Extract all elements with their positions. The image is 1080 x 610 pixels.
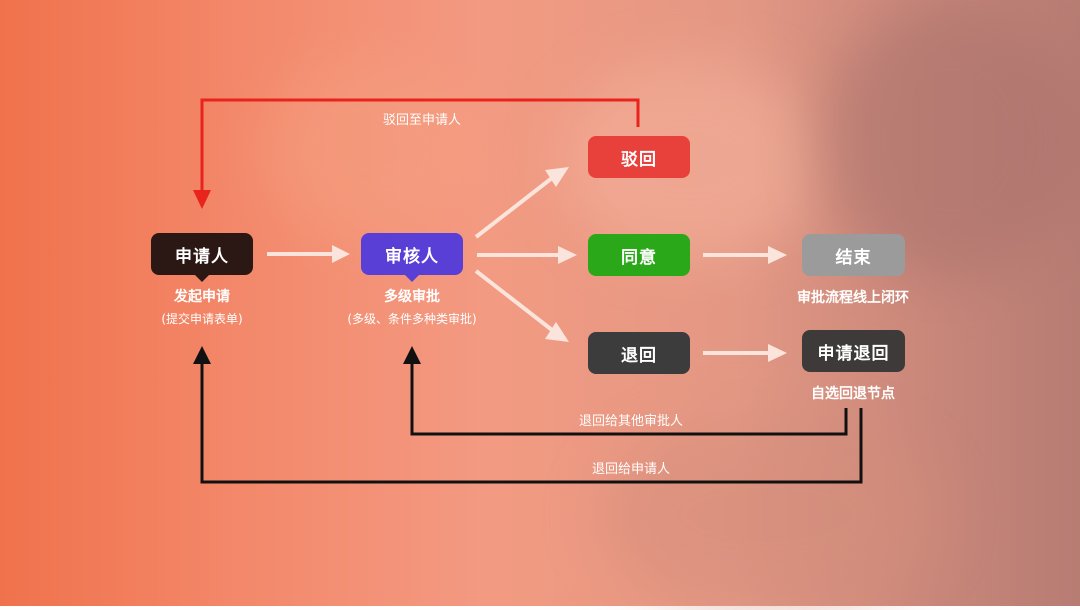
- end-caption: 审批流程线上闭环: [797, 290, 909, 306]
- reviewer-subcaption: (多级、条件多种类审批): [347, 312, 477, 326]
- reviewer-to-agree-arrow: [477, 246, 577, 264]
- reviewer-to-reject-arrow: [474, 167, 569, 239]
- applicant-subcaption: (提交申请表单): [161, 312, 243, 326]
- reviewer-node-label: 审核人: [385, 246, 439, 267]
- applicant-node[interactable]: 申请人: [151, 233, 253, 282]
- applicant-caption: 发起申请: [174, 289, 230, 305]
- background-blur-4: [260, 60, 480, 240]
- applicant-node-pointer: [194, 274, 210, 282]
- end-node[interactable]: 结束: [802, 234, 905, 276]
- return-to-other-arrowhead: [403, 346, 421, 364]
- return-to-other-label: 退回给其他审批人: [578, 414, 683, 429]
- reject-to-applicant-label: 驳回至申请人: [382, 113, 461, 128]
- reviewer-caption: 多级审批: [384, 289, 440, 305]
- agree-to-end-arrow: [703, 246, 787, 264]
- return-to-request-return-arrow: [703, 344, 787, 362]
- background-blur-2: [820, 0, 1080, 280]
- request-return-caption: 自选回退节点: [811, 386, 895, 402]
- reviewer-node[interactable]: 审核人: [361, 233, 463, 282]
- return-node-label: 退回: [621, 345, 657, 366]
- applicant-node-label: 申请人: [175, 246, 229, 267]
- applicant-to-reviewer-arrow: [267, 245, 350, 263]
- return-node[interactable]: 退回: [588, 332, 690, 374]
- reject-loop-arrowhead: [193, 190, 211, 209]
- request-return-node[interactable]: 申请退回: [802, 330, 905, 372]
- request-return-node-label: 申请退回: [817, 343, 890, 364]
- reviewer-node-pointer: [404, 274, 420, 282]
- reviewer-to-return-arrow: [474, 269, 569, 342]
- return-to-applicant-label: 退回给申请人: [591, 462, 670, 477]
- return-to-applicant-line: [200, 362, 863, 484]
- agree-node[interactable]: 同意: [588, 234, 690, 276]
- background-blur-3: [600, 420, 940, 610]
- reject-node-label: 驳回: [621, 149, 657, 170]
- return-to-other-line: [410, 362, 848, 436]
- reject-node[interactable]: 驳回: [588, 136, 690, 178]
- agree-node-label: 同意: [621, 247, 657, 268]
- reject-loop-line: [200, 98, 640, 192]
- end-node-label: 结束: [835, 247, 872, 268]
- return-to-applicant-arrowhead: [193, 346, 211, 364]
